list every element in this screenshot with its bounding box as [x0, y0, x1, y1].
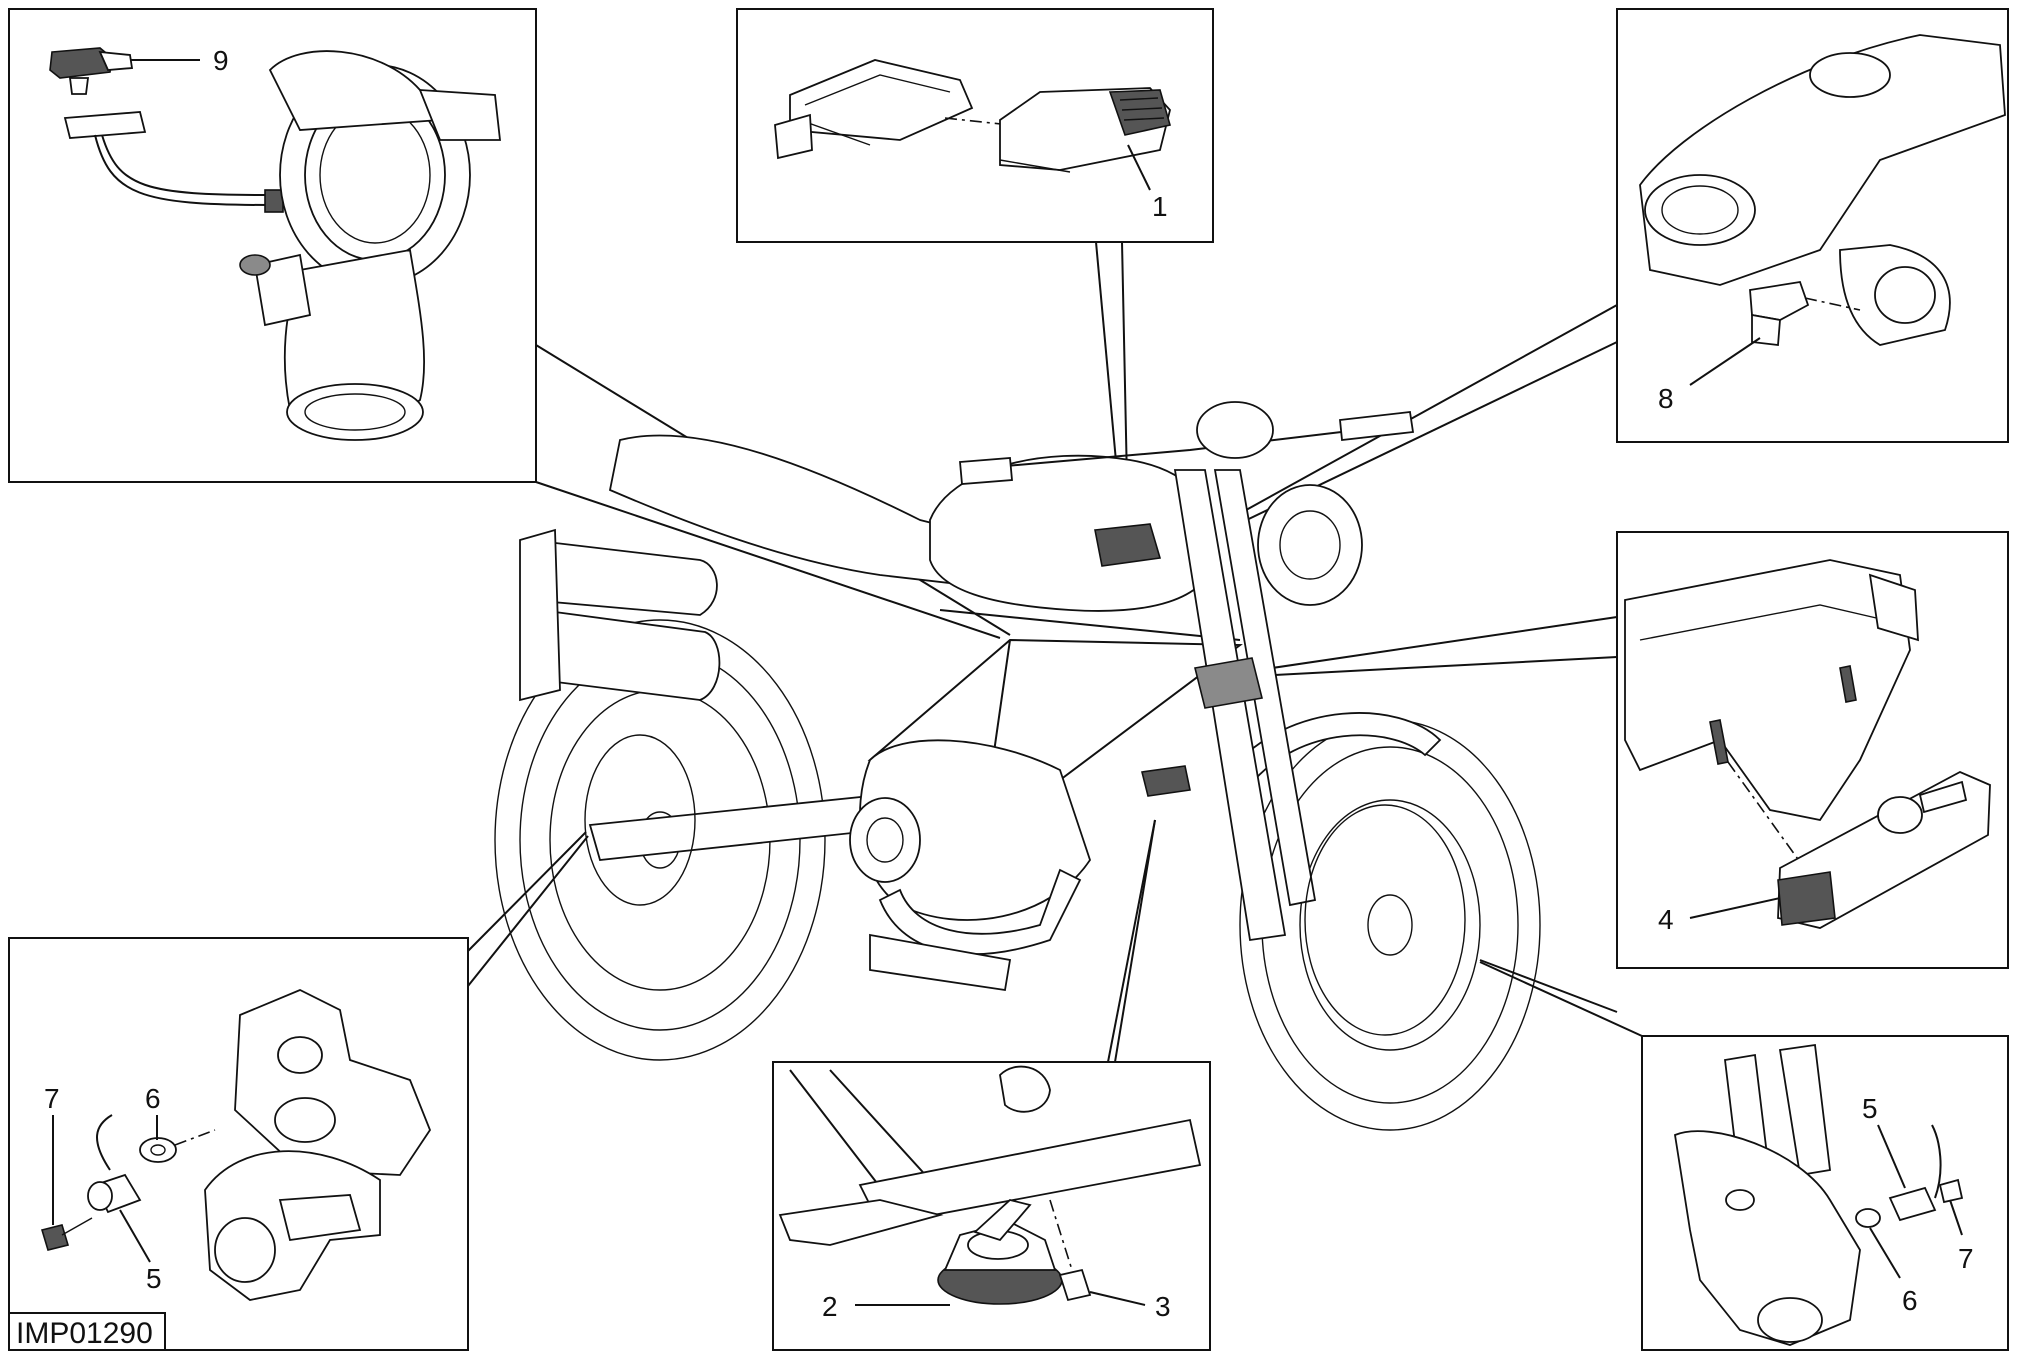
inset-ecu: 1 [736, 8, 1214, 243]
callout-5-rear: 5 [146, 1263, 162, 1294]
callout-6-rear: 6 [145, 1083, 161, 1114]
horn-highlight [1141, 765, 1191, 797]
callout-3: 3 [1155, 1291, 1171, 1322]
callout-5-front: 5 [1862, 1093, 1878, 1124]
callout-1: 1 [1152, 191, 1168, 222]
inset-voltage-regulator: 4 [1616, 531, 2009, 969]
motorcycle-illustration [494, 401, 1541, 1131]
callout-7-rear: 7 [44, 1083, 60, 1114]
leader-lines [467, 241, 1643, 1063]
inset-horn: 2 3 [772, 1061, 1211, 1351]
callout-7-front: 7 [1958, 1243, 1974, 1274]
callout-9: 9 [213, 45, 229, 76]
ecu-highlight [1094, 523, 1162, 567]
inset-map-sensor: 9 [8, 8, 537, 483]
inset-front-speed-sensor: 5 6 7 [1641, 1035, 2009, 1351]
drawing-code: IMP01290 [16, 1317, 153, 1350]
callout-8: 8 [1658, 383, 1674, 414]
drawing-code-box [8, 1312, 166, 1351]
callout-2: 2 [822, 1291, 838, 1322]
inset-ignition-sensor: 8 [1616, 8, 2009, 443]
callout-6-front: 6 [1902, 1285, 1918, 1316]
inset-rear-speed-sensor: 7 6 5 [8, 937, 469, 1351]
callout-4: 4 [1658, 904, 1674, 935]
regulator-highlight [1194, 657, 1263, 709]
